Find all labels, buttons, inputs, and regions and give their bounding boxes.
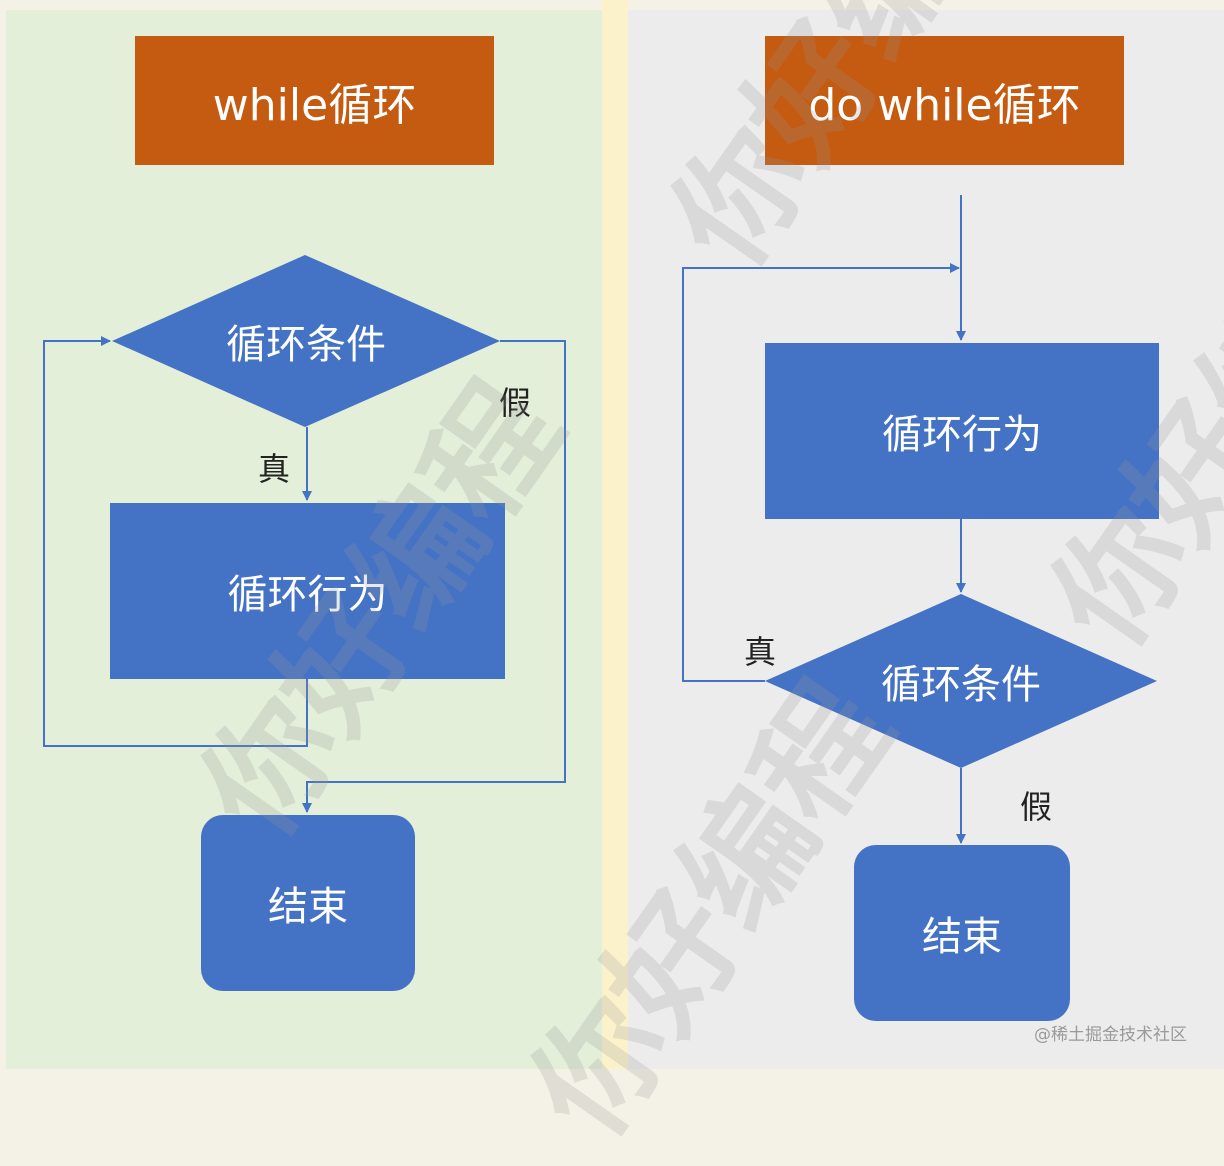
do-while-condition-diamond <box>765 594 1157 768</box>
while-condition-diamond <box>112 255 500 427</box>
panel-divider <box>602 0 628 1069</box>
flowchart-connectors <box>43 195 1157 844</box>
while-action-box: 循环行为 <box>110 503 505 679</box>
while-true-label: 真 <box>258 450 291 488</box>
do-while-true-label: 真 <box>744 633 777 671</box>
do-while-action-box: 循环行为 <box>765 343 1159 519</box>
do-while-title: do while循环 <box>765 36 1124 165</box>
do-while-false-label: 假 <box>1020 788 1053 826</box>
while-false-label: 假 <box>499 384 532 422</box>
while-end-box: 结束 <box>201 815 415 991</box>
do-while-condition-label: 循环条件 <box>881 662 1041 708</box>
while-condition-label: 循环条件 <box>226 322 386 368</box>
do-while-end-box: 结束 <box>854 845 1070 1021</box>
while-title: while循环 <box>135 36 494 165</box>
credit-text: @稀土掘金技术社区 <box>1034 1025 1187 1045</box>
do-while-loop-back-arrow <box>682 263 960 682</box>
while-loop-back-arrow <box>43 336 308 747</box>
while-false-arrow <box>302 340 566 813</box>
